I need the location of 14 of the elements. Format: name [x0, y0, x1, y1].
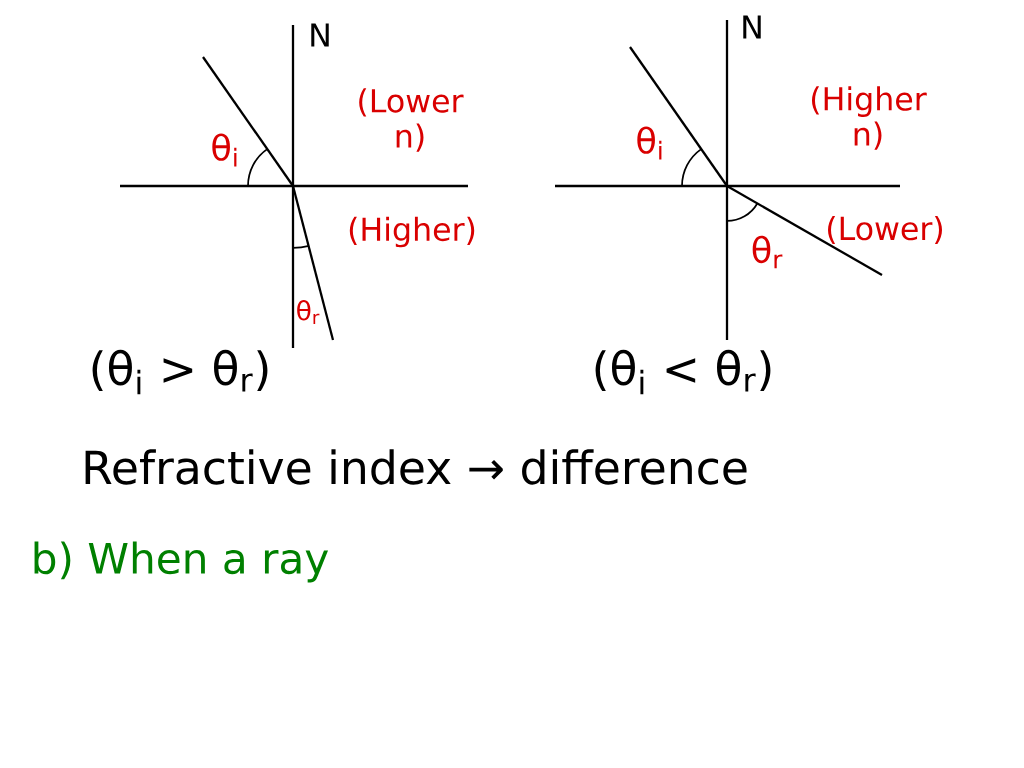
medium-label: (Lower) [828, 215, 942, 245]
handwritten-note: b) When a ray [34, 541, 328, 583]
medium-label: (Higher n) [812, 86, 927, 150]
handwritten-note: Refractive index → difference [85, 449, 747, 485]
normal-label: N [311, 23, 329, 47]
angle-label: θ$_{i}$ [637, 126, 662, 160]
medium-label: (Lower n) [359, 88, 464, 152]
angle-label: θ$_{r}$ [752, 235, 783, 269]
angle-comparison: (θ$_{i}$ > θ$_{r}$) [92, 349, 268, 395]
angle-label: θ$_{r}$ [297, 300, 320, 324]
angle-comparison: (θ$_{i}$ < θ$_{r}$) [595, 349, 771, 395]
normal-label: N [743, 15, 761, 39]
angle-label: θ$_{i}$ [212, 133, 237, 167]
medium-label: (Higher) [349, 216, 475, 248]
